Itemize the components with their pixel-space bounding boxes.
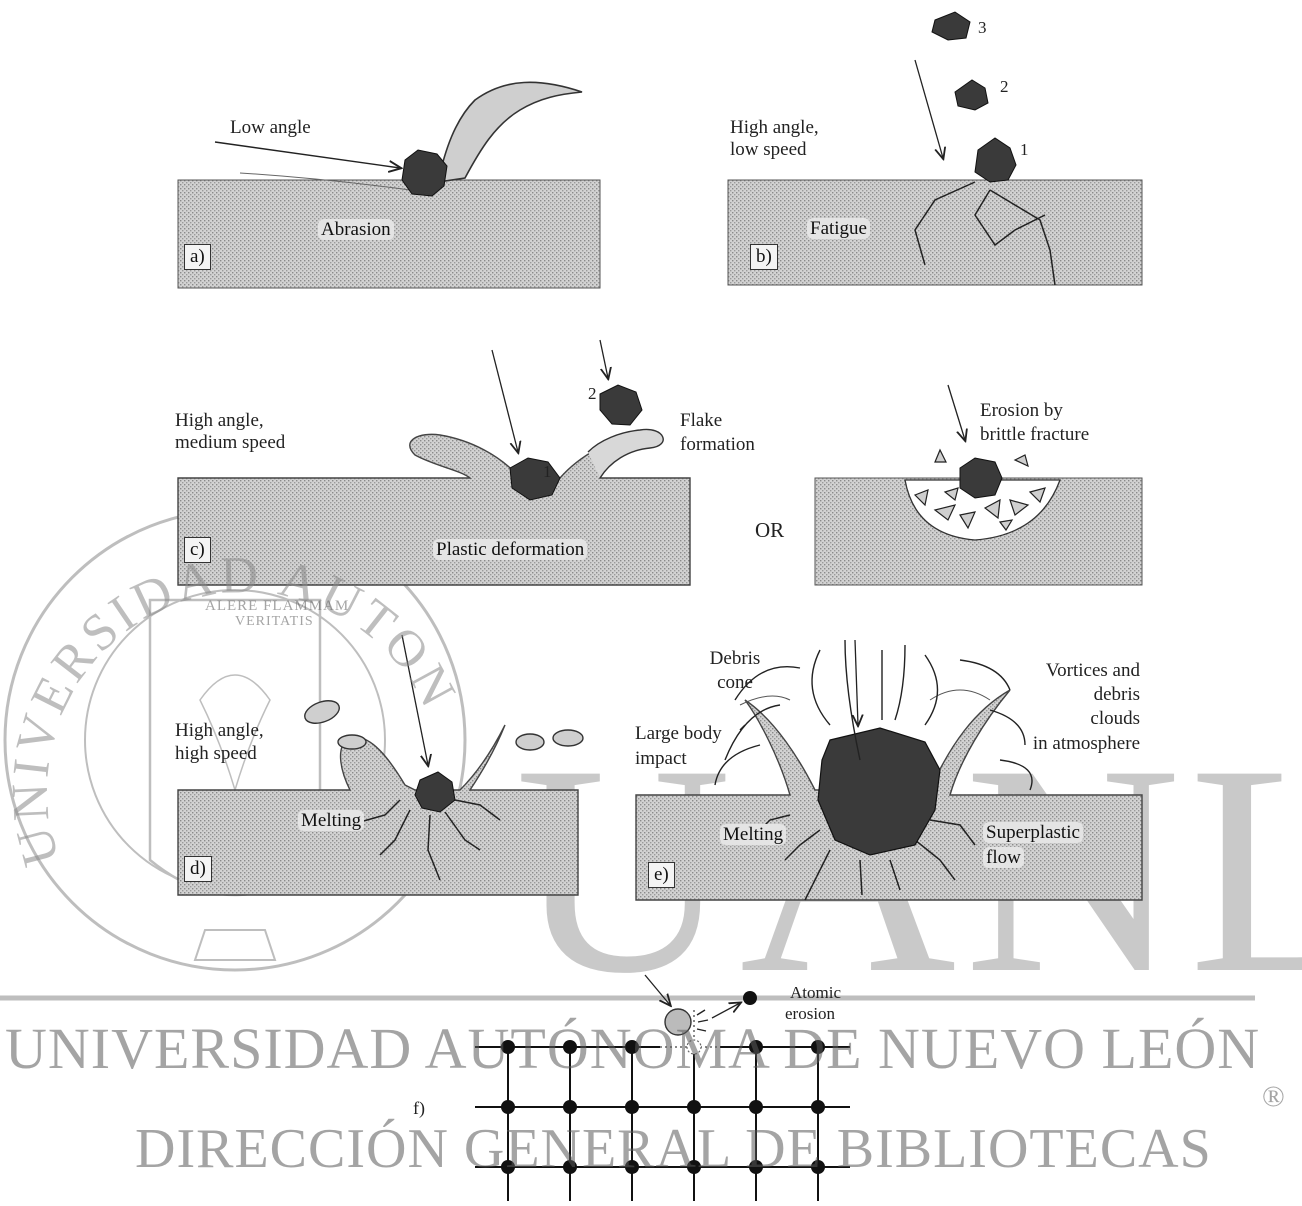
panel-a-mechanism-label: Abrasion xyxy=(318,219,394,240)
panel-d-droplet xyxy=(338,735,366,749)
panel-c-flake-label-2: formation xyxy=(680,434,755,455)
panel-d-angle-label-1: High angle, xyxy=(175,720,264,741)
panel-e-flow-label-2: flow xyxy=(983,847,1024,868)
panel-b-angle-label-1: High angle, xyxy=(730,117,819,138)
panel-d-angle-label-2: high speed xyxy=(175,743,257,764)
panel-e-melting-label: Melting xyxy=(720,824,786,845)
panel-e-vortex-label-1: Vortices and xyxy=(960,660,1140,681)
panel-b-surface xyxy=(728,180,1142,285)
panel-f-ejected-atom xyxy=(743,991,757,1005)
panel-c-mechanism-label: Plastic deformation xyxy=(433,539,587,560)
panel-c-number-2: 2 xyxy=(588,384,597,404)
panel-e-flow-label-1: Superplastic xyxy=(983,822,1083,843)
or-label: OR xyxy=(755,520,784,541)
panel-c2-arrow xyxy=(948,385,965,440)
panel-d-mechanism-label: Melting xyxy=(298,810,364,831)
panel-b-number-3: 3 xyxy=(978,18,987,38)
panel-b-angle-label-2: low speed xyxy=(730,139,807,160)
watermark-motto-2: VERITATIS xyxy=(235,614,314,630)
panel-e-vortex-label-3: clouds xyxy=(960,708,1140,729)
watermark-registered: ® xyxy=(1262,1080,1286,1114)
panel-c2-label-2: brittle fracture xyxy=(980,424,1089,445)
panel-e-vortex-label-2: debris xyxy=(960,684,1140,705)
panel-a-particle xyxy=(402,150,447,196)
panel-c-arrow-2 xyxy=(600,340,608,378)
panel-b-particle-2 xyxy=(955,80,988,110)
panel-e-vortex-label-4: in atmosphere xyxy=(960,733,1140,754)
panel-d-tag: d) xyxy=(184,856,212,882)
panel-e-impact-label-1: Large body xyxy=(635,723,722,744)
panel-c-particle-2 xyxy=(600,385,642,425)
panel-c2-particle xyxy=(960,458,1002,498)
panel-a-arrow xyxy=(215,142,400,168)
panel-e-debris-label-1: Debris xyxy=(690,648,780,669)
watermark-direction: DIRECCIÓN GENERAL DE BIBLIOTECAS xyxy=(135,1117,1212,1181)
panel-e-debris-label-2: cone xyxy=(690,672,780,693)
panel-c-angle-label-2: medium speed xyxy=(175,432,285,453)
panel-b-arrow xyxy=(915,60,943,158)
panel-f-tag: f) xyxy=(413,1098,425,1119)
panel-c-tag: c) xyxy=(184,537,211,563)
panel-d-droplet xyxy=(516,734,544,750)
panel-d-droplet xyxy=(302,696,343,727)
panel-f-label-1: Atomic xyxy=(790,982,841,1003)
panel-c-angle-label-1: High angle, xyxy=(175,410,264,431)
panel-a-angle-label: Low angle xyxy=(230,117,311,138)
panel-a-surface xyxy=(178,82,600,288)
panel-c-number-1: 1 xyxy=(543,462,552,482)
panel-b-particle-3 xyxy=(932,12,970,40)
panel-a-tag: a) xyxy=(184,244,211,270)
panel-d-droplet xyxy=(553,730,583,746)
panel-c-flake-label-1: Flake xyxy=(680,410,722,431)
panel-b-particle-1 xyxy=(975,138,1016,182)
panel-c2-label-1: Erosion by xyxy=(980,400,1063,421)
watermark-motto-1: ALERE FLAMMAM xyxy=(205,598,349,615)
panel-c-arrow-1 xyxy=(492,350,518,452)
watermark-university: UNIVERSIDAD AUTÓNOMA DE NUEVO LEÓN xyxy=(5,1015,1260,1082)
panel-b-tag: b) xyxy=(750,244,778,270)
panel-e-impact-label-2: impact xyxy=(635,748,687,769)
panel-e-tag: e) xyxy=(648,862,675,888)
panel-b-number-2: 2 xyxy=(1000,77,1009,97)
panel-b-mechanism-label: Fatigue xyxy=(807,218,870,239)
panel-b-number-1: 1 xyxy=(1020,140,1029,160)
